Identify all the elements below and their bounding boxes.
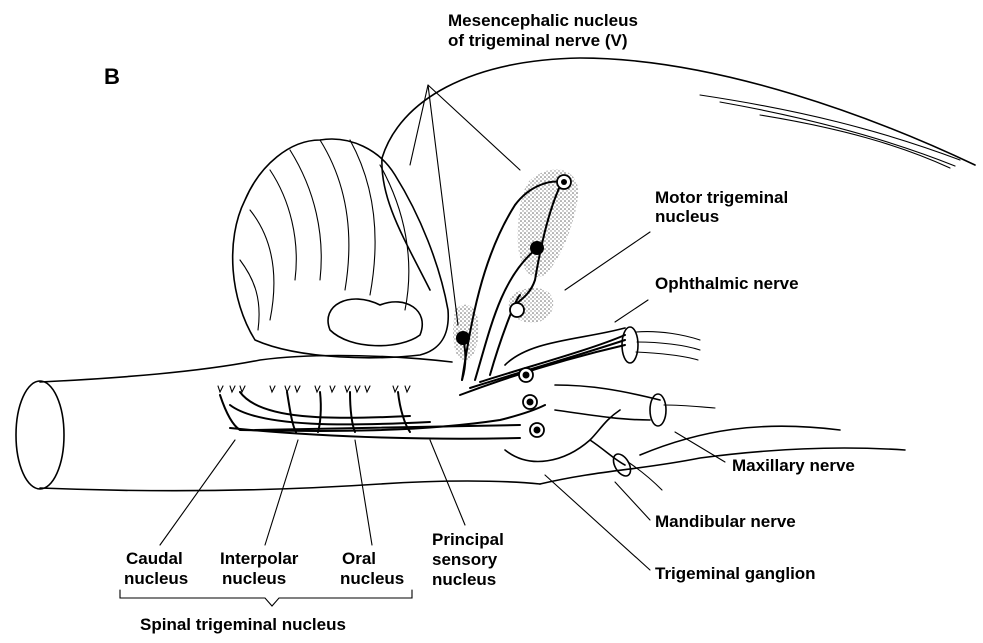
- label-mandibular: Mandibular nerve: [655, 512, 796, 531]
- label-ophthalmic: Ophthalmic nerve: [655, 274, 799, 293]
- maxillary-nerve-shape: [650, 394, 715, 426]
- label-principal-3: nucleus: [432, 570, 496, 589]
- spinal-tract-fibers: [220, 392, 545, 439]
- label-oral-2: nucleus: [340, 569, 404, 588]
- ophthalmic-nerve-shape: [622, 327, 700, 363]
- fiber-tufts: [218, 386, 410, 432]
- label-mesencephalic-2: of trigeminal nerve (V): [448, 31, 627, 50]
- label-maxillary: Maxillary nerve: [732, 456, 855, 475]
- panel-letter: B: [104, 64, 120, 89]
- label-spinal: Spinal trigeminal nucleus: [140, 615, 346, 634]
- leader-lines: [160, 85, 725, 570]
- label-motor-2: nucleus: [655, 207, 719, 226]
- mandibular-nerve-shape: [610, 451, 662, 490]
- label-ganglion: Trigeminal ganglion: [655, 564, 816, 583]
- cerebellum: [233, 139, 449, 358]
- nuclei-stipple: [453, 169, 578, 362]
- label-interpolar-2: nucleus: [222, 569, 286, 588]
- label-caudal-1: Caudal: [126, 549, 183, 568]
- label-principal-2: sensory: [432, 550, 498, 569]
- label-mesencephalic-1: Mesencephalic nucleus: [448, 11, 638, 30]
- spinal-cord-cut: [16, 381, 64, 489]
- label-caudal-2: nucleus: [124, 569, 188, 588]
- spinal-bracket: [120, 590, 412, 606]
- label-motor-1: Motor trigeminal: [655, 188, 788, 207]
- label-principal-1: Principal: [432, 530, 504, 549]
- label-oral-1: Oral: [342, 549, 376, 568]
- label-interpolar-1: Interpolar: [220, 549, 299, 568]
- cerebrum-outline: [382, 58, 975, 290]
